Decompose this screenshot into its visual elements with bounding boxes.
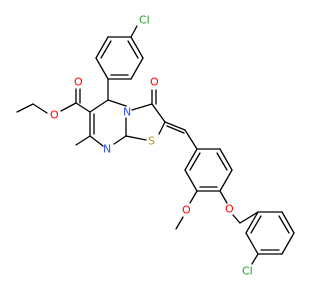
bond xyxy=(184,169,198,192)
bond xyxy=(95,57,109,80)
bond xyxy=(164,121,186,131)
atom-label-chlorine: Cl xyxy=(139,14,150,27)
bonds xyxy=(16,25,295,265)
bond xyxy=(245,211,259,234)
bond xyxy=(151,103,166,123)
bond xyxy=(216,152,228,171)
bond xyxy=(60,102,77,112)
bond xyxy=(131,103,153,111)
bond xyxy=(219,169,233,192)
bond xyxy=(175,216,184,230)
bond xyxy=(75,135,91,146)
bond xyxy=(281,232,295,255)
bond xyxy=(130,36,144,59)
bond xyxy=(158,121,166,135)
bond xyxy=(245,232,259,255)
bond xyxy=(75,102,91,113)
atom-label-oxygen: O xyxy=(182,204,191,217)
bond xyxy=(189,152,201,171)
molecule-diagram: Cl O O O N N S O O Cl xyxy=(16,13,295,278)
atom-label-nitrogen: N xyxy=(123,106,131,119)
bond xyxy=(251,253,259,265)
bond xyxy=(219,148,233,171)
bond xyxy=(125,135,147,141)
bond xyxy=(89,99,109,113)
atom-label-chlorine: Cl xyxy=(242,265,253,278)
atom-label-oxygen: O xyxy=(50,109,59,122)
bond xyxy=(16,103,34,113)
molecule-structure: Cl O O O N N S O O Cl xyxy=(16,14,295,278)
bond xyxy=(219,190,228,204)
bond xyxy=(127,40,139,59)
bond xyxy=(89,135,104,147)
atom-labels: Cl O O O N N S O O Cl xyxy=(50,14,253,278)
atom-label-oxygen: O xyxy=(74,76,83,89)
bond xyxy=(184,129,198,150)
bond xyxy=(278,215,290,234)
bond xyxy=(130,57,144,80)
bond xyxy=(130,25,138,38)
bond xyxy=(107,99,127,107)
bond xyxy=(232,214,241,224)
bond xyxy=(189,190,198,204)
atom-label-nitrogen: N xyxy=(103,143,111,156)
bond xyxy=(250,215,262,234)
bond xyxy=(184,148,198,171)
atom-label-oxygen: O xyxy=(150,76,159,89)
bond xyxy=(166,125,185,134)
bond xyxy=(100,40,112,59)
bond xyxy=(239,211,259,224)
atom-label-sulfur: S xyxy=(148,135,155,148)
atom-label-oxygen: O xyxy=(225,203,234,216)
bond xyxy=(32,103,48,114)
bond xyxy=(281,211,295,234)
bond xyxy=(95,36,109,59)
bond xyxy=(113,135,127,145)
